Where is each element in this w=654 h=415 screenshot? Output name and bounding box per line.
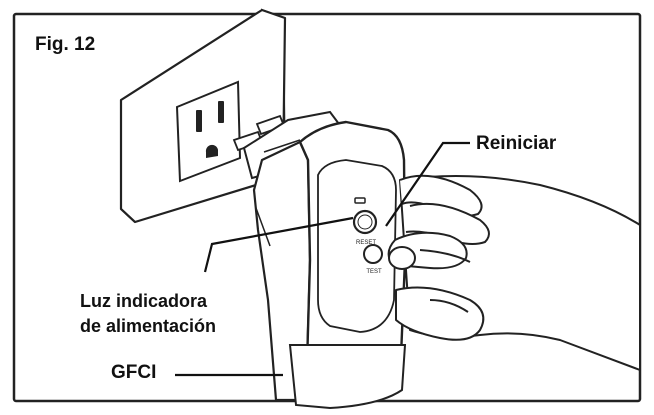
outlet-slot-right (218, 101, 224, 123)
outlet-ground-hole (205, 144, 218, 158)
gfci-label: GFCI (111, 362, 157, 383)
outlet-slot-left (196, 110, 202, 132)
leader-reiniciar (385, 141, 470, 227)
reset-button-label: RESET (356, 240, 376, 246)
power-indicator-led (354, 197, 366, 204)
reset-label: Reiniciar (476, 133, 557, 154)
power-light-label-line2: de alimentación (80, 316, 217, 336)
test-button (363, 244, 383, 264)
outlet-receptacle (175, 80, 242, 183)
test-button-label: TEST (366, 269, 382, 275)
reset-button (352, 209, 378, 235)
gfci-device: RESET TEST (242, 110, 407, 410)
leader-lines (175, 141, 470, 377)
hand (387, 174, 641, 371)
figure-number: Fig. 12 (35, 34, 96, 55)
power-light-label-line1: Luz indicadora (80, 291, 208, 311)
leader-luz (203, 216, 354, 273)
